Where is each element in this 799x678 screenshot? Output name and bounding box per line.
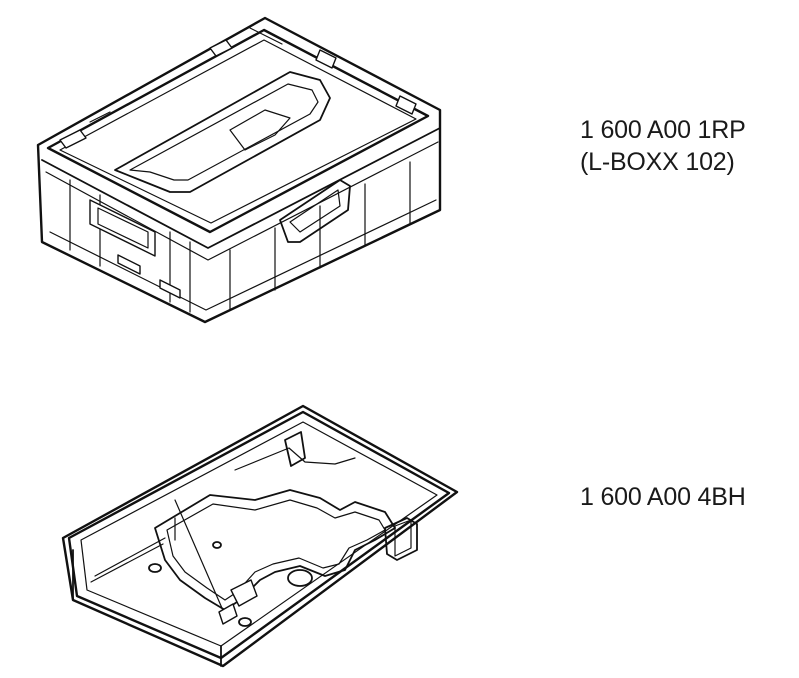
part-number-case: 1 600 A00 1RP xyxy=(580,116,746,144)
l-boxx-case-illustration xyxy=(20,10,450,330)
insert-tray-icon xyxy=(61,404,459,668)
part-description-case: (L-BOXX 102) xyxy=(580,148,735,176)
insert-tray-illustration xyxy=(55,400,465,670)
part-number-insert: 1 600 A00 4BH xyxy=(580,483,746,511)
l-boxx-case-icon xyxy=(36,16,442,324)
